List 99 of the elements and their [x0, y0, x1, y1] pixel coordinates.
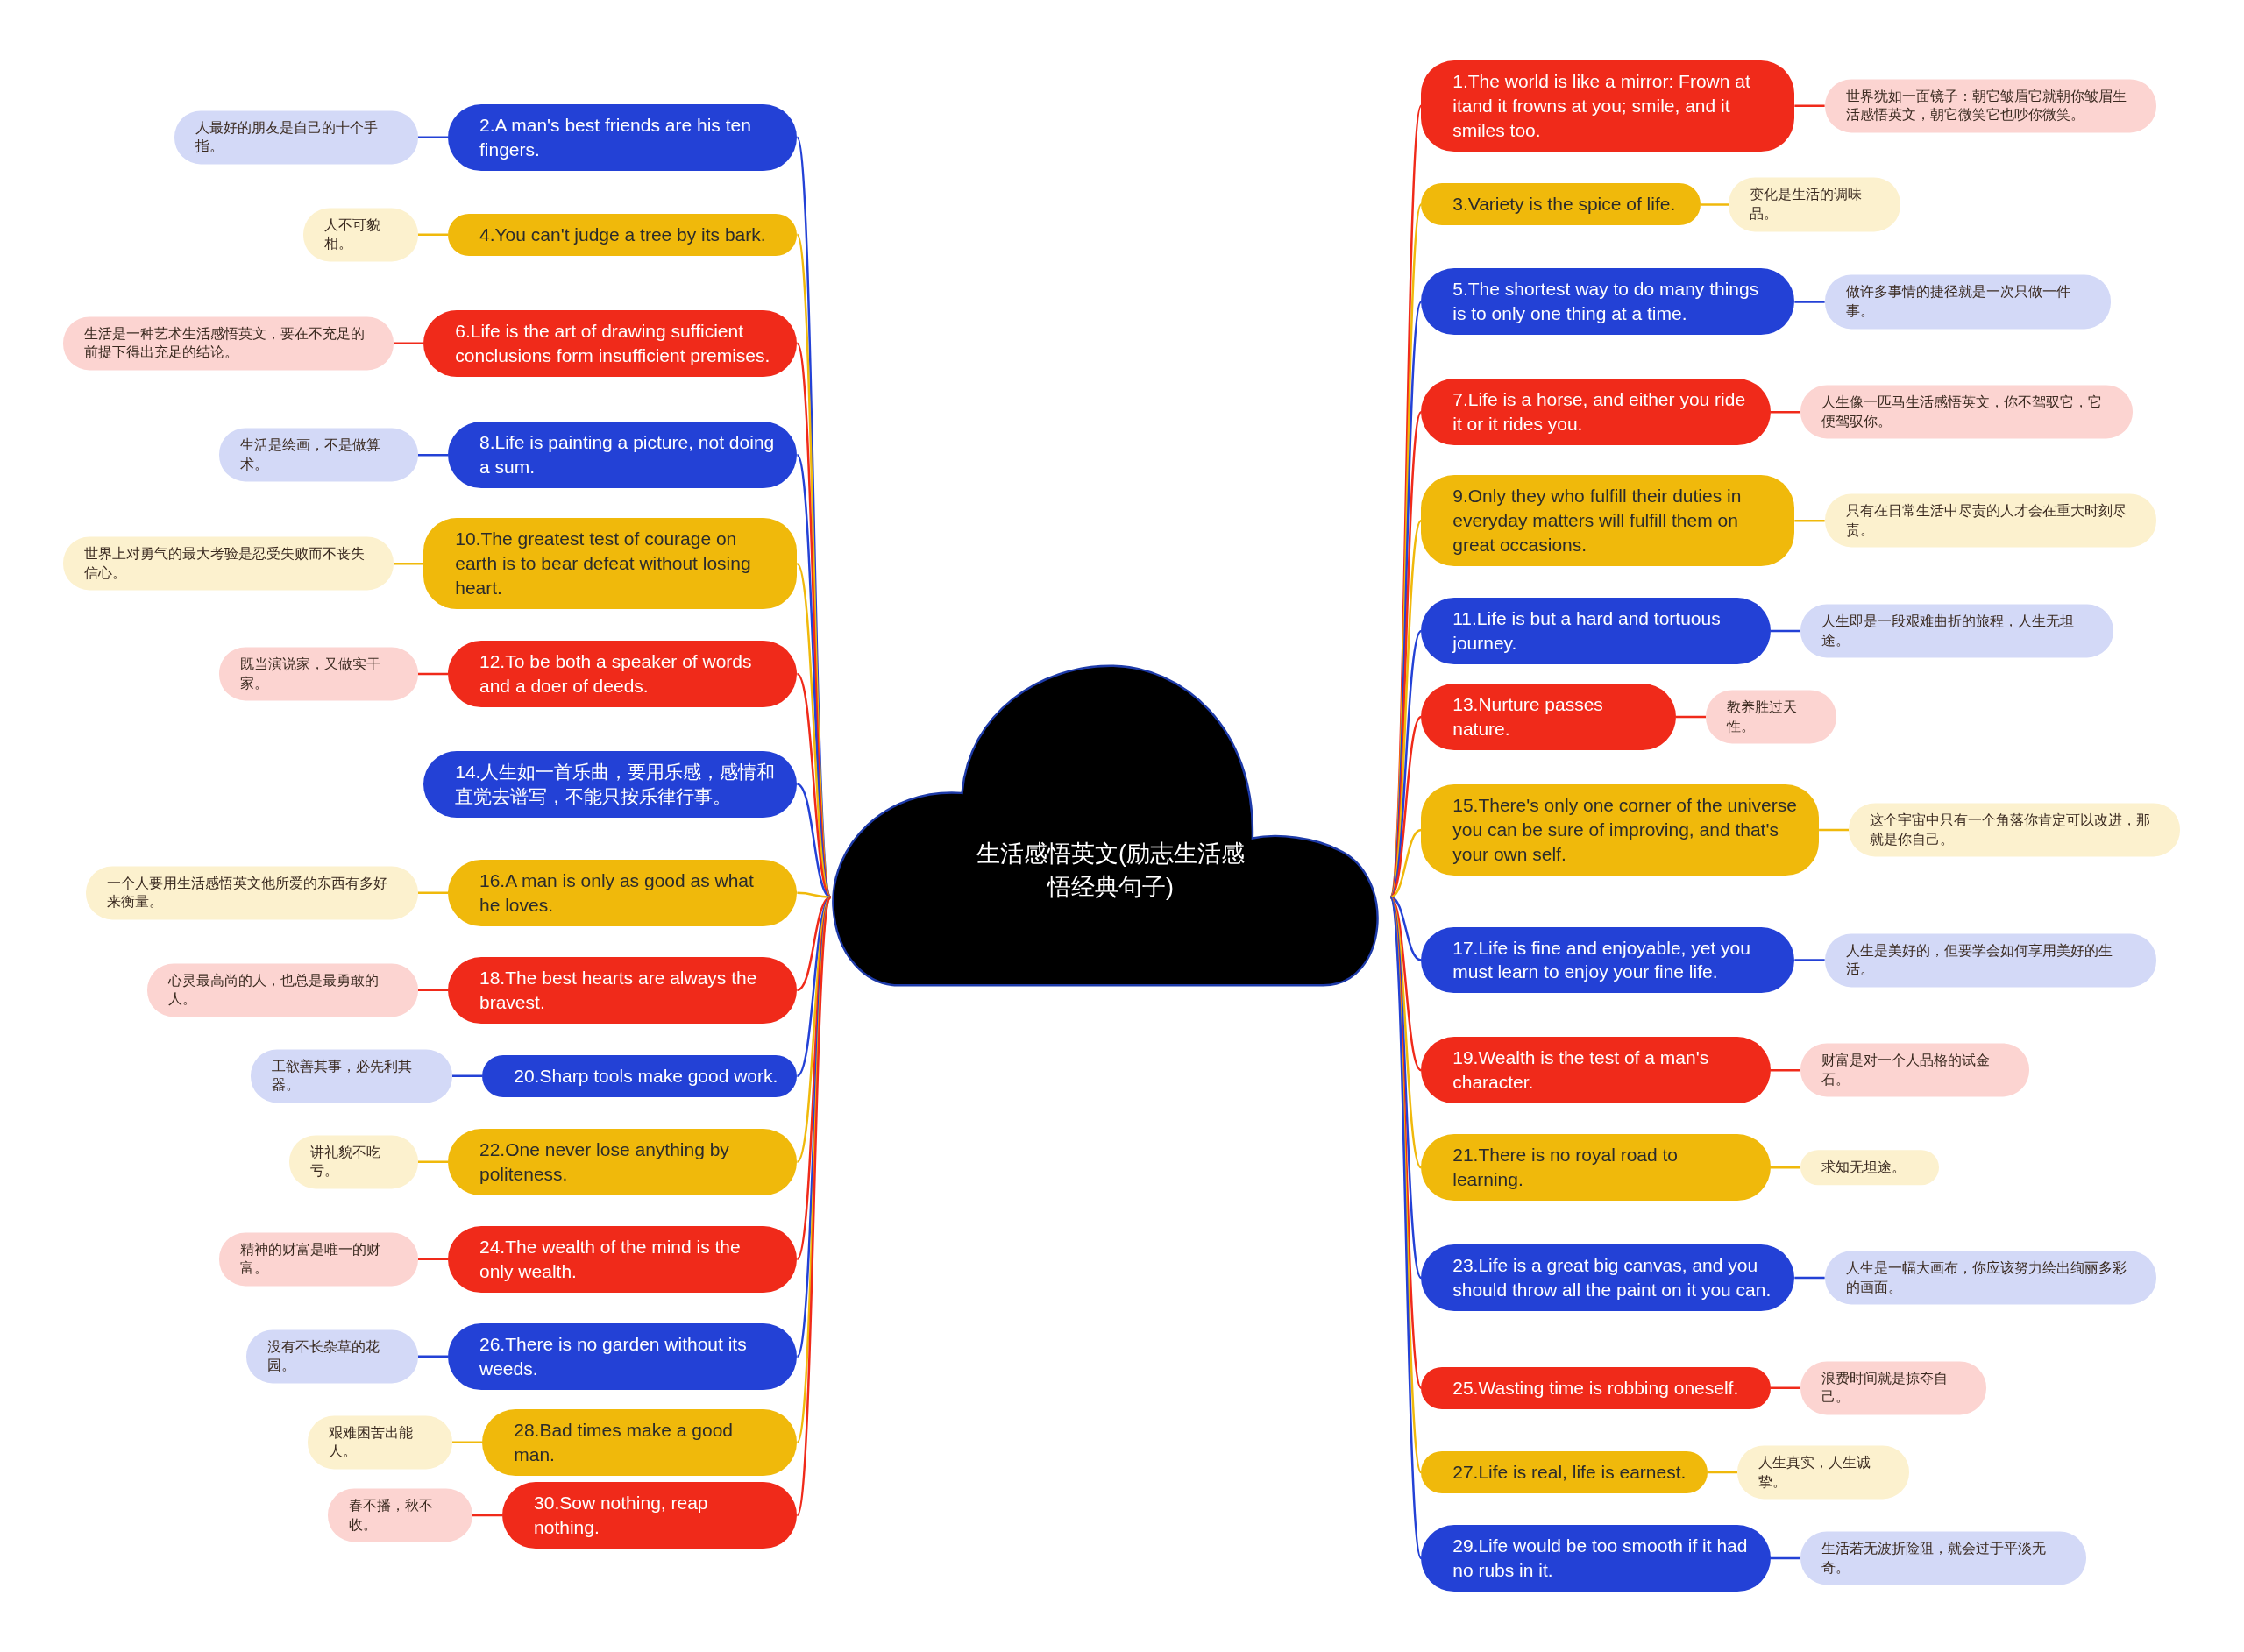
connector-line: [1389, 828, 1422, 898]
connector-line: [796, 896, 832, 1077]
connector-line: [796, 454, 832, 898]
quote-pill: 10.The greatest test of courage on earth is to bear defeat without losing heart.: [423, 518, 798, 610]
quote-pill: 29.Life would be too smooth if it had no rubs in it.: [1421, 1525, 1771, 1592]
translation-pill: 人生是美好的，但要学会如何享用美好的生活。: [1824, 932, 2157, 988]
quote-pill: 4.You can't judge a tree by its bark.: [448, 213, 798, 256]
translation-pill: 工欲善其事，必先利其器。: [250, 1049, 452, 1103]
connector-line: [1389, 301, 1423, 897]
connector-line: [796, 673, 832, 898]
quote-pill: 24.The wealth of the mind is the only wealth.: [448, 1225, 798, 1293]
translation-pill: 财富是对一个人品格的试金石。: [1800, 1043, 2030, 1097]
connector-line: [1389, 897, 1423, 1279]
connector-line: [1770, 410, 1800, 414]
connector-line: [417, 453, 448, 457]
translation-pill: 生活是绘画，不是做算术。: [218, 428, 418, 482]
quote-pill: 13.Nurture passes nature.: [1421, 684, 1676, 750]
translation-pill: 做许多事情的捷径就是一次只做一件事。: [1824, 274, 2112, 330]
connector-line: [1389, 896, 1423, 1072]
translation-pill: 浪费时间就是掠夺自己。: [1800, 1361, 1987, 1415]
connector-line: [1794, 1276, 1825, 1280]
translation-pill: 这个宇宙中只有一个角落你肯定可以改进，那就是你自己。: [1849, 803, 2180, 857]
translation-pill: 人最好的朋友是自己的十个手指。: [174, 110, 418, 165]
translation-pill: 没有不长杂草的花园。: [245, 1329, 418, 1384]
quote-pill: 14.人生如一首乐曲，要用乐感，感情和直觉去谱写，不能只按乐律行事。: [423, 750, 798, 818]
quote-pill: 19.Wealth is the test of a man's character.: [1421, 1037, 1771, 1104]
quote-pill: 20.Sharp tools make good work.: [482, 1054, 798, 1097]
connector-line: [1675, 715, 1707, 719]
connector-line: [1770, 1556, 1800, 1560]
connector-line: [1770, 1068, 1800, 1072]
translation-pill: 艰难困苦出能人。: [308, 1415, 452, 1470]
quote-pill: 18.The best hearts are always the bravest.: [448, 956, 798, 1024]
translation-pill: 世界上对勇气的最大考验是忍受失败而不丧失信心。: [62, 536, 394, 591]
translation-pill: 生活是一种艺术生活感悟英文，要在不充足的前提下得出充足的结论。: [62, 316, 394, 371]
quote-pill: 28.Bad times make a good man.: [482, 1408, 798, 1476]
translation-pill: 生活若无波折险阻，就会过于平淡无奇。: [1800, 1531, 2087, 1585]
quote-pill: 25.Wasting time is robbing oneself.: [1421, 1366, 1771, 1409]
connector-line: [1794, 959, 1825, 961]
quote-pill: 11.Life is but a hard and tortuous journey.: [1421, 598, 1771, 664]
quote-pill: 7.Life is a horse, and either you ride it or it rides you.: [1421, 379, 1771, 446]
connector-line: [417, 989, 448, 992]
connector-line: [417, 233, 448, 236]
connector-line: [417, 1160, 448, 1163]
connector-line: [451, 1441, 483, 1443]
connector-line: [417, 1355, 448, 1358]
translation-pill: 教养胜过天性。: [1706, 690, 1836, 744]
translation-pill: 讲礼貌不吃亏。: [288, 1135, 418, 1189]
quote-pill: 3.Variety is the spice of life.: [1421, 183, 1701, 226]
connector-line: [1707, 1471, 1738, 1474]
quote-pill: 2.A man's best friends are his ten fingers.: [448, 103, 798, 171]
quote-pill: 23.Life is a great big canvas, and you should throw all the paint on it you can.: [1421, 1244, 1795, 1311]
translation-pill: 变化是生活的调味品。: [1729, 177, 1901, 232]
quote-pill: 17.Life is fine and enjoyable, yet you must learn to enjoy your fine life.: [1421, 926, 1795, 994]
connector-line: [1794, 520, 1825, 522]
translation-pill: 人不可貌相。: [303, 208, 418, 262]
connector-line: [417, 672, 448, 676]
translation-pill: 精神的财富是唯一的财富。: [218, 1232, 418, 1287]
connector-line: [472, 1514, 503, 1517]
translation-pill: 世界犹如一面镜子：朝它皱眉它就朝你皱眉生活感悟英文，朝它微笑它也吵你微笑。: [1824, 79, 2157, 133]
connector-line: [1794, 301, 1825, 303]
translation-pill: 人生真实，人生诚挚。: [1737, 1445, 1909, 1500]
translation-pill: 求知无坦途。: [1800, 1150, 1940, 1186]
quote-pill: 21.There is no royal road to learning.: [1421, 1134, 1771, 1202]
connector-line: [1389, 630, 1423, 898]
connector-line: [393, 563, 424, 565]
connector-line: [417, 1258, 448, 1260]
translation-pill: 人生像一匹马生活感悟英文，你不驾驭它，它便驾驭你。: [1800, 385, 2133, 439]
connector-line: [393, 342, 424, 345]
quote-pill: 1.The world is like a mirror: Frown at itand it frowns at you; smile, and it smiles too.: [1421, 60, 1795, 152]
quote-pill: 12.To be both a speaker of words and a doer of deeds.: [448, 641, 798, 707]
connector-line: [1770, 1386, 1800, 1389]
quote-pill: 26.There is no garden without its weeds.: [448, 1322, 798, 1390]
quote-pill: 30.Sow nothing, reap nothing.: [502, 1482, 798, 1549]
topic-title: 生活感悟英文(励志生活感悟经典句子): [975, 839, 1246, 902]
quote-pill: 8.Life is painting a picture, not doing a sum.: [448, 422, 798, 489]
quote-pill: 6.Life is the art of drawing sufficient conclusions form insufficient premises.: [423, 309, 798, 377]
quote-pill: 5.The shortest way to do many things is to only one thing at a time.: [1421, 268, 1795, 336]
connector-line: [797, 891, 831, 898]
translation-pill: 春不播，秋不收。: [327, 1488, 472, 1542]
connector-line: [1700, 203, 1729, 206]
connector-line: [1770, 629, 1800, 633]
translation-pill: 只有在日常生活中尽责的人才会在重大时刻尽责。: [1824, 493, 2157, 548]
translation-pill: 人生即是一段艰难曲折的旅程，人生无坦途。: [1800, 604, 2114, 658]
quote-pill: 15.There's only one corner of the universe you can be sure of improving, and that's your own self.: [1421, 784, 1820, 876]
translation-pill: 一个人要用生活感悟英文他所爱的东西有多好来衡量。: [85, 866, 418, 920]
connector-line: [1770, 1166, 1800, 1169]
connector-line: [417, 136, 448, 138]
connector-line: [1794, 104, 1825, 108]
quote-pill: 27.Life is real, life is earnest.: [1421, 1451, 1708, 1493]
connector-line: [451, 1074, 483, 1077]
connector-line: [417, 891, 448, 894]
quote-pill: 22.One never lose anything by politeness.: [448, 1128, 798, 1195]
connector-line: [1389, 716, 1423, 898]
quote-pill: 16.A man is only as good as what he loves.: [448, 859, 798, 926]
quote-pill: 9.Only they who fulfill their duties in everyday matters will fulfill them on great occasions.: [1421, 475, 1795, 567]
translation-pill: 心灵最高尚的人，也总是最勇敢的人。: [147, 963, 418, 1017]
translation-pill: 人生是一幅大画布，你应该努力绘出绚丽多彩的画面。: [1824, 1251, 2157, 1305]
translation-pill: 既当演说家，又做实干家。: [218, 647, 418, 701]
connector-line: [1819, 828, 1850, 832]
